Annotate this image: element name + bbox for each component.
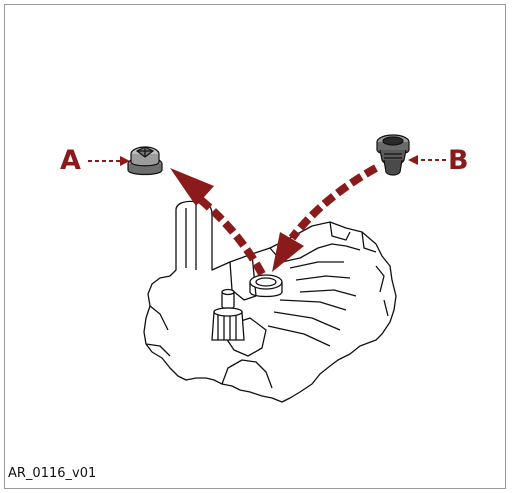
callout-label-a: A bbox=[60, 145, 81, 176]
cap-a-part bbox=[127, 146, 163, 176]
filler-opening bbox=[249, 274, 283, 298]
callout-arrow-b bbox=[408, 155, 446, 165]
install-arrow bbox=[272, 164, 378, 272]
cap-b-part bbox=[376, 134, 410, 176]
remove-arrow bbox=[170, 168, 266, 276]
dipstick-cap bbox=[211, 288, 245, 341]
figure-reference-code: AR_0116_v01 bbox=[8, 466, 97, 481]
callout-label-b: B bbox=[448, 145, 469, 176]
figure-frame bbox=[4, 4, 506, 489]
callout-arrow-a bbox=[88, 156, 130, 166]
engine-block-drawing bbox=[143, 200, 397, 403]
